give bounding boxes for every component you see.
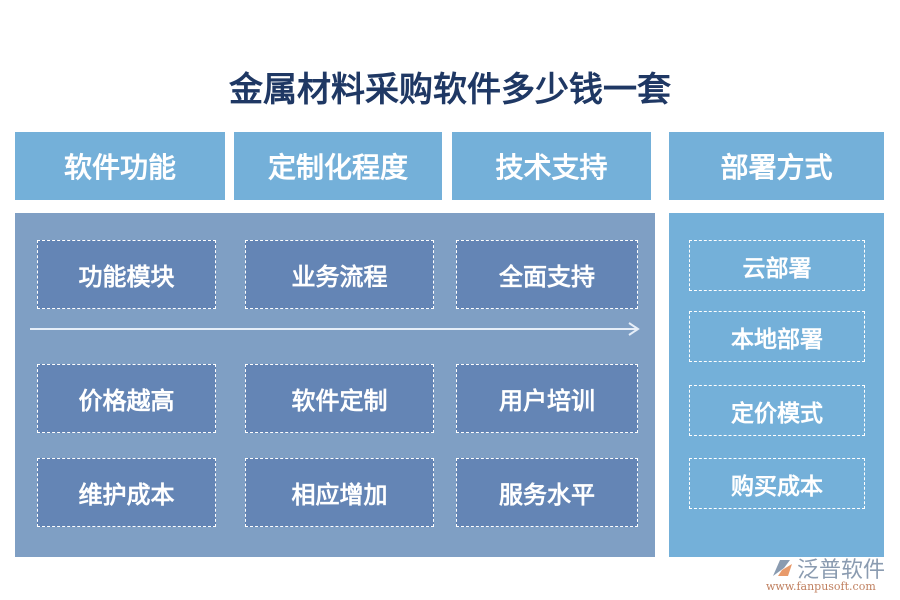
deployment-item: 本地部署 (689, 311, 865, 362)
grid-box: 维护成本 (37, 458, 216, 527)
deployment-item: 定价模式 (689, 385, 865, 436)
header-software-features: 软件功能 (15, 132, 225, 200)
grid-box: 软件定制 (245, 364, 434, 433)
header-deployment: 部署方式 (669, 132, 884, 200)
logo-url: www.fanpusoft.com (766, 580, 876, 593)
grid-box: 业务流程 (245, 240, 434, 309)
grid-box: 用户培训 (456, 364, 638, 433)
header-customization: 定制化程度 (234, 132, 442, 200)
arrow-icon (30, 322, 640, 336)
deployment-item: 云部署 (689, 240, 865, 291)
logo-name: 泛普软件 (797, 558, 886, 583)
grid-box: 功能模块 (37, 240, 216, 309)
deployment-item: 购买成本 (689, 458, 865, 509)
page-title: 金属材料采购软件多少钱一套 (229, 70, 671, 110)
grid-box: 全面支持 (456, 240, 638, 309)
header-tech-support: 技术支持 (452, 132, 651, 200)
grid-box: 相应增加 (245, 458, 434, 527)
logo-icon (773, 560, 792, 576)
grid-box: 价格越高 (37, 364, 216, 433)
grid-box: 服务水平 (456, 458, 638, 527)
